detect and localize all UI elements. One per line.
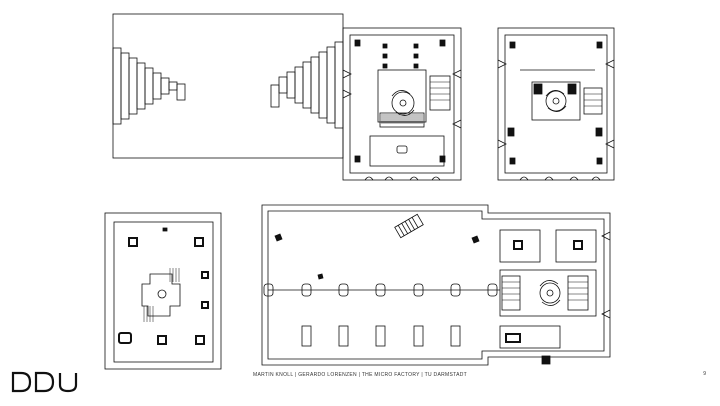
stepped-form-left [112,47,186,125]
ddu-logo [11,371,78,393]
page-number: 9 [703,371,706,377]
column-row-upper [263,283,498,297]
plan-drawing-upper-left [342,27,462,181]
column-row-lower [301,325,461,347]
plan-drawing-lower-left [104,212,222,370]
plan-drawing-upper-right [497,27,615,181]
footer-caption: MARTIN KNOLL | GERARDO LORENZEN | THE MI… [252,372,467,378]
stepped-form-right [270,41,344,129]
plan-drawing-lower-long [261,204,611,366]
section-drawing [112,13,344,159]
